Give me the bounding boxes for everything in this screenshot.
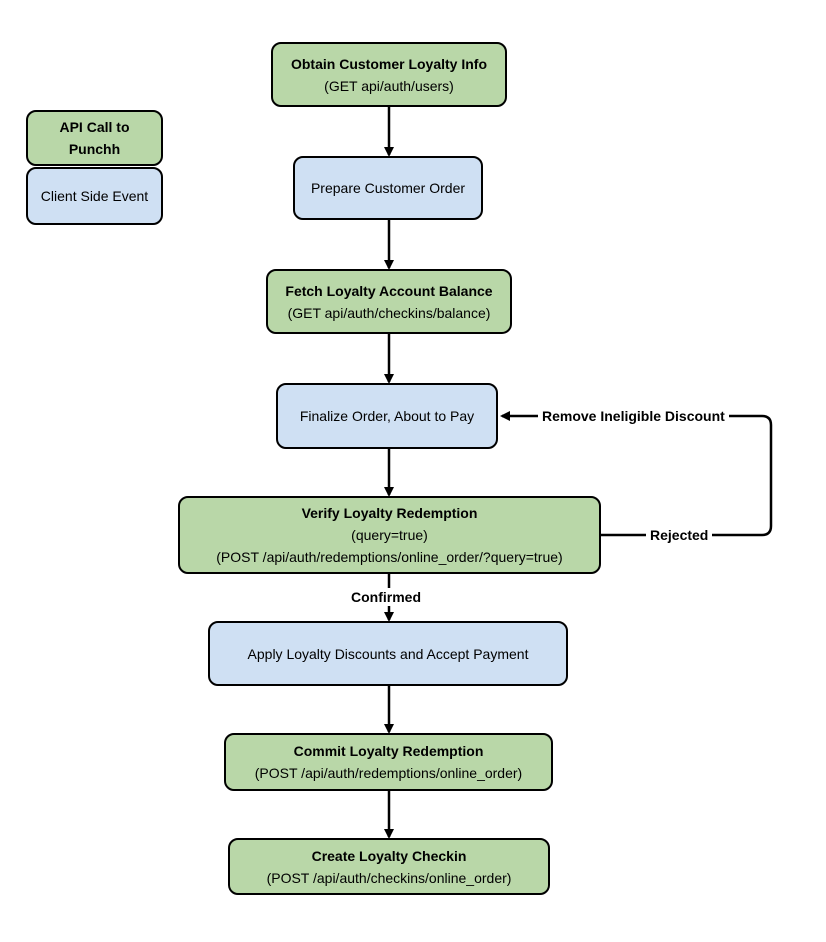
edge-label-remove-ineligible-discount: Remove Ineligible Discount (538, 407, 729, 425)
node-apply-discounts-title: Apply Loyalty Discounts and Accept Payme… (247, 645, 529, 662)
legend-client-event-label: Client Side Event (40, 188, 149, 204)
node-prepare-order: Prepare Customer Order (293, 156, 483, 220)
edge-rejected-loop (500, 411, 773, 537)
node-fetch-balance: Fetch Loyalty Account Balance (GET api/a… (266, 269, 512, 334)
node-create-checkin: Create Loyalty Checkin (POST /api/auth/c… (228, 838, 550, 895)
edge-label-rejected: Rejected (646, 526, 713, 544)
node-create-checkin-title: Create Loyalty Checkin (311, 847, 467, 864)
node-verify-redemption: Verify Loyalty Redemption (query=true) (… (178, 496, 601, 574)
node-obtain-loyalty-info: Obtain Customer Loyalty Info (GET api/au… (271, 42, 507, 107)
edge-label-confirmed: Confirmed (347, 588, 425, 606)
node-fetch-balance-title: Fetch Loyalty Account Balance (285, 282, 493, 299)
node-fetch-balance-subtitle: (GET api/auth/checkins/balance) (287, 304, 491, 321)
node-verify-redemption-title: Verify Loyalty Redemption (301, 505, 478, 521)
node-verify-redemption-query: (query=true) (351, 527, 428, 543)
node-create-checkin-subtitle: (POST /api/auth/checkins/online_order) (266, 869, 512, 886)
node-obtain-loyalty-info-subtitle: (GET api/auth/users) (324, 77, 454, 94)
legend-client-event: Client Side Event (26, 167, 163, 225)
node-commit-redemption: Commit Loyalty Redemption (POST /api/aut… (224, 733, 553, 791)
node-prepare-order-title: Prepare Customer Order (310, 180, 466, 196)
node-obtain-loyalty-info-title: Obtain Customer Loyalty Info (290, 55, 487, 72)
legend-api-call-label: API Call to Punchh (59, 119, 130, 157)
legend-api-call: API Call to Punchh (26, 110, 163, 166)
node-apply-discounts: Apply Loyalty Discounts and Accept Payme… (208, 621, 568, 686)
node-finalize-order: Finalize Order, About to Pay (276, 383, 498, 449)
node-verify-redemption-endpoint: (POST /api/auth/redemptions/online_order… (216, 549, 563, 565)
node-commit-redemption-title: Commit Loyalty Redemption (293, 743, 484, 759)
node-finalize-order-title: Finalize Order, About to Pay (299, 408, 475, 424)
node-commit-redemption-subtitle: (POST /api/auth/redemptions/online_order… (254, 765, 523, 781)
